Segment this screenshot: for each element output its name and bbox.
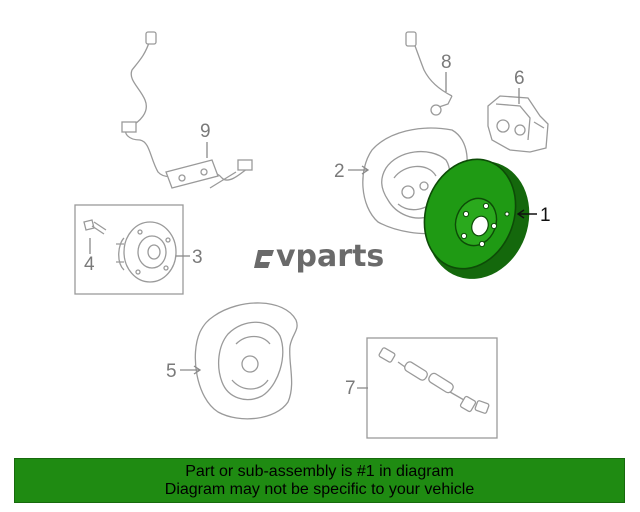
part-1-brake-rotor[interactable] xyxy=(410,146,546,293)
vparts-logo: vparts xyxy=(254,239,384,274)
callout-4: 4 xyxy=(84,254,95,275)
hub-assembly-box xyxy=(74,204,184,295)
parts-diagram: 9 8 6 2 1 xyxy=(74,31,551,439)
banner-line-1: Part or sub-assembly is #1 in diagram xyxy=(185,462,454,480)
part-3-hub-bearing[interactable] xyxy=(116,221,177,283)
part-9-abs-sensor[interactable] xyxy=(121,31,253,189)
part-7-parking-brake-kit[interactable] xyxy=(378,347,490,414)
leader-5-arrow xyxy=(193,365,202,375)
callout-3: 3 xyxy=(192,247,203,268)
part-5-dust-shield[interactable] xyxy=(194,302,298,420)
callout-8: 8 xyxy=(441,52,452,73)
callout-1: 1 xyxy=(540,205,551,226)
part-4-hub-bolt[interactable] xyxy=(83,219,107,235)
leader-2-arrow xyxy=(361,165,370,175)
part-8-brake-hose[interactable] xyxy=(405,31,453,116)
info-banner: Part or sub-assembly is #1 in diagram Di… xyxy=(14,458,625,503)
callout-9: 9 xyxy=(200,121,211,142)
callout-2: 2 xyxy=(334,161,345,182)
callout-7: 7 xyxy=(345,378,356,399)
svg-text:vparts: vparts xyxy=(276,239,384,274)
leader-1-arrow xyxy=(516,209,525,219)
callout-5: 5 xyxy=(166,361,177,382)
callout-6: 6 xyxy=(514,68,525,89)
banner-line-2: Diagram may not be specific to your vehi… xyxy=(164,480,475,498)
part-6-caliper[interactable] xyxy=(487,95,549,153)
